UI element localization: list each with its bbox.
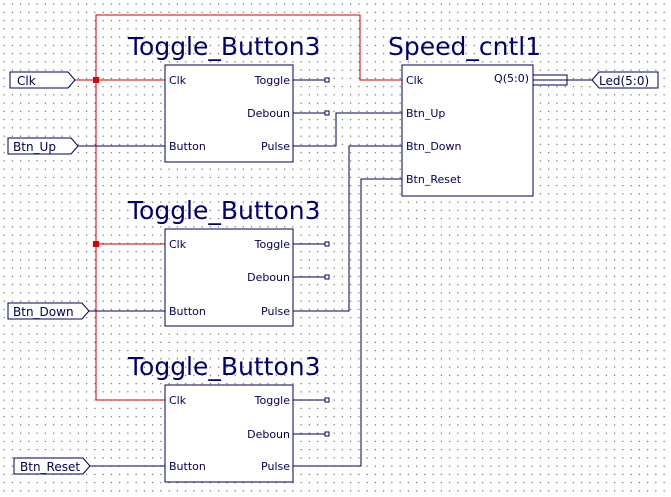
block-body: [164, 384, 294, 483]
block-title: Speed_cntl1: [388, 32, 541, 61]
port-label: Btn_Reset: [20, 460, 80, 474]
pin-clk: Clk: [169, 74, 187, 87]
port-clk[interactable]: Clk: [9, 71, 76, 89]
terminal-tb3-toggle: [324, 397, 330, 403]
pin-pulse: Pulse: [261, 460, 290, 473]
port-btn-up[interactable]: Btn_Up: [7, 137, 79, 155]
stub-terminals: [324, 77, 330, 437]
pin-pulse: Pulse: [261, 140, 290, 153]
clock-net[interactable]: [75, 14, 402, 401]
pin-pulse: Pulse: [261, 305, 290, 318]
port-shape: [7, 302, 90, 320]
port-shape: [7, 137, 79, 155]
pin-clk: Clk: [169, 238, 187, 251]
block-toggle-button-1[interactable]: Toggle_Button3 Clk Button Toggle Deboun …: [127, 32, 321, 163]
port-shape: [591, 71, 659, 89]
port-label: Led(5:0): [599, 74, 649, 88]
pin-button: Button: [169, 460, 206, 473]
pin-btn-reset: Btn_Reset: [406, 173, 462, 186]
pin-clk: Clk: [169, 394, 187, 407]
pin-btn-up: Btn_Up: [406, 107, 445, 120]
block-body: [401, 64, 534, 197]
block-toggle-button-3[interactable]: Toggle_Button3 Clk Button Toggle Deboun …: [127, 352, 321, 483]
wire-pulse1-to-btn-up: [293, 112, 402, 147]
block-body: [164, 64, 294, 163]
block-title: Toggle_Button3: [127, 352, 321, 381]
block-speed-cntl[interactable]: Speed_cntl1 Clk Btn_Up Btn_Down Btn_Rese…: [388, 32, 541, 197]
pin-button: Button: [169, 305, 206, 318]
pin-toggle: Toggle: [254, 74, 291, 87]
signal-wires: [78, 79, 402, 467]
terminal-tb1-toggle: [324, 77, 330, 83]
port-shape: [13, 457, 91, 475]
clock-junction-2: [93, 241, 99, 247]
terminal-tb3-deboun: [324, 431, 330, 437]
port-label: Btn_Down: [13, 305, 74, 319]
block-title: Toggle_Button3: [127, 196, 321, 225]
wire-pulse2-to-btn-down: [293, 145, 402, 312]
port-shape: [9, 71, 76, 89]
terminal-tb1-deboun: [324, 110, 330, 116]
terminal-tb2-toggle: [324, 241, 330, 247]
port-label: Clk: [17, 74, 36, 88]
port-label: Btn_Up: [13, 140, 56, 154]
clock-wire-top: [95, 14, 402, 81]
clock-junction-1: [93, 77, 99, 83]
block-toggle-button-2[interactable]: Toggle_Button3 Clk Button Toggle Deboun …: [127, 196, 321, 327]
wire-pulse3-to-btn-reset: [293, 178, 402, 467]
block-body: [164, 228, 294, 327]
block-title: Toggle_Button3: [127, 32, 321, 61]
pin-deboun: Deboun: [247, 271, 290, 284]
pin-toggle: Toggle: [254, 238, 291, 251]
port-btn-down[interactable]: Btn_Down: [7, 302, 90, 320]
pin-toggle: Toggle: [254, 394, 291, 407]
pin-deboun: Deboun: [247, 428, 290, 441]
led-bus: [532, 74, 592, 86]
terminal-tb2-deboun: [324, 274, 330, 280]
pin-clk: Clk: [406, 74, 424, 87]
port-btn-reset[interactable]: Btn_Reset: [13, 457, 91, 475]
pin-q: Q(5:0): [494, 72, 529, 85]
port-led[interactable]: Led(5:0): [591, 71, 659, 89]
pin-button: Button: [169, 140, 206, 153]
pin-btn-down: Btn_Down: [406, 140, 462, 153]
pin-deboun: Deboun: [247, 107, 290, 120]
